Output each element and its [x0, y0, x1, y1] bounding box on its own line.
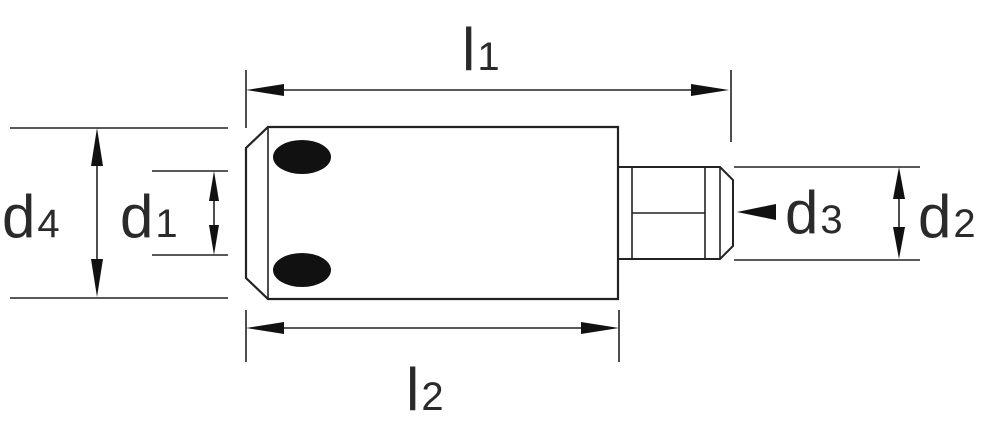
extension-lines: [10, 70, 920, 362]
dimension-l1: l1: [246, 16, 729, 96]
label-l2: l2: [406, 356, 444, 423]
label-d2: d2: [918, 183, 976, 250]
dimension-l2: l2: [246, 322, 619, 423]
shank: [618, 166, 734, 260]
label-l1: l1: [462, 16, 500, 83]
dimension-d3: d3: [737, 179, 843, 246]
label-d3: d3: [785, 179, 843, 246]
label-d1: d1: [120, 183, 178, 250]
clamping-hole-bottom: [273, 253, 331, 287]
clamping-hole-top: [273, 140, 331, 174]
main-body: [244, 125, 620, 301]
dimension-d1: d1: [120, 171, 219, 255]
dimension-d4: d4: [2, 128, 103, 297]
label-d4: d4: [2, 183, 60, 250]
dimension-d2: d2: [893, 167, 976, 259]
